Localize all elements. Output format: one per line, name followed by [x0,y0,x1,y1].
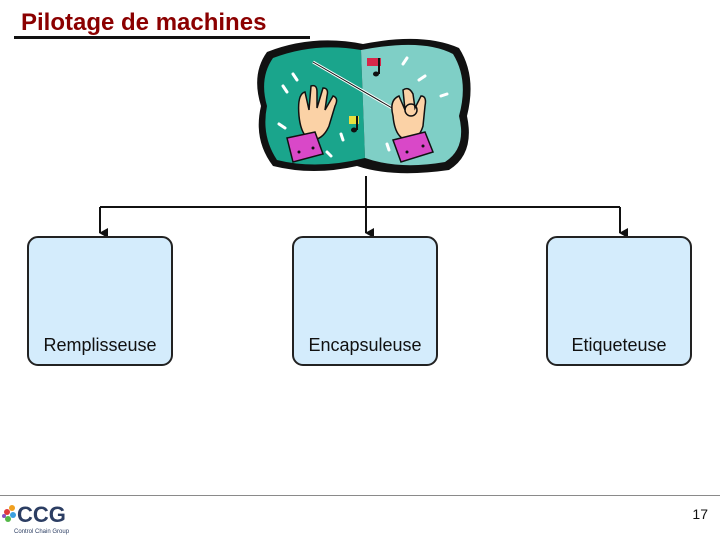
machine-box-etiqueteuse: Etiqueteuse [546,236,692,366]
machine-label: Remplisseuse [43,335,157,355]
footer-divider [0,495,720,496]
conductor-hands-clipart-icon [257,38,471,174]
machine-box-remplisseuse: Remplisseuse [27,236,173,366]
machine-box-encapsuleuse: Encapsuleuse [292,236,438,366]
title-underline [14,36,310,39]
ccg-logo-icon [2,505,16,522]
page-number: 17 [692,506,708,522]
machine-label: Encapsuleuse [308,335,422,355]
machine-label: Etiqueteuse [571,335,667,355]
slide-title: Pilotage de machines [21,9,267,36]
logo-wordmark: CCG [17,502,66,527]
logo-subtitle: Control Chain Group [14,529,70,535]
